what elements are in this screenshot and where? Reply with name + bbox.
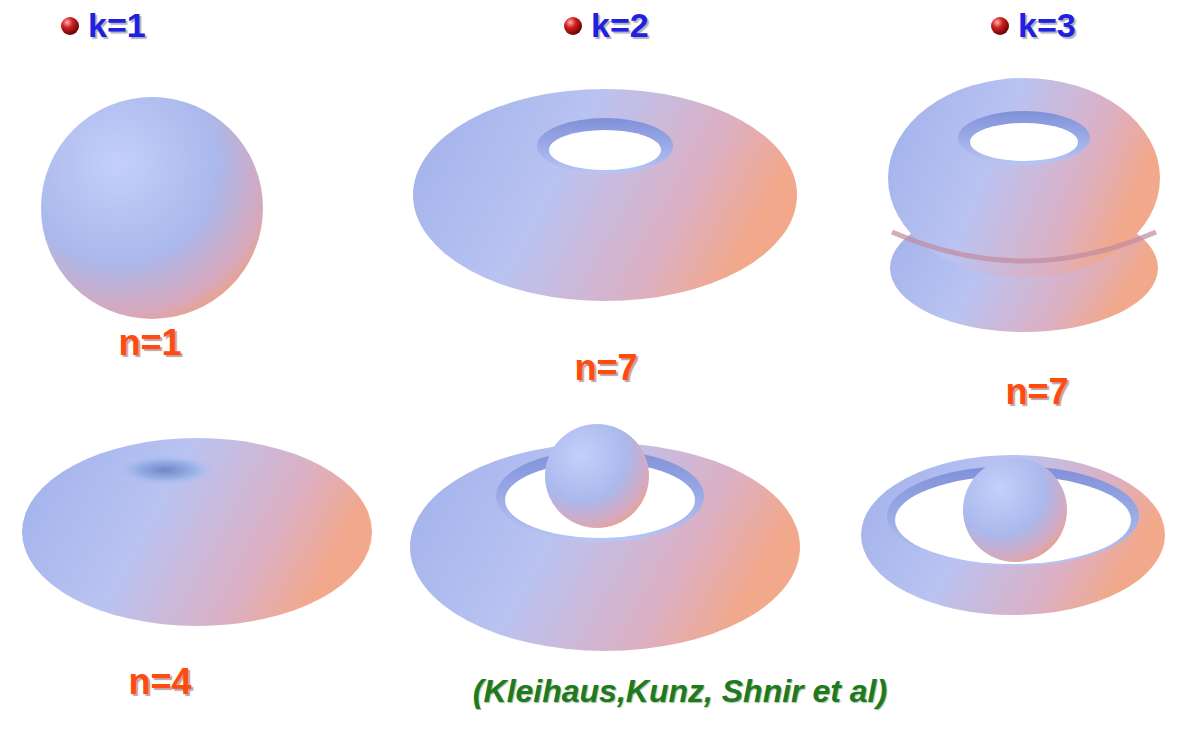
bullet (991, 17, 1009, 35)
flattened-torus (22, 438, 372, 626)
n-label: n=7 (1005, 372, 1068, 412)
k-label: k=3 (1018, 7, 1076, 44)
torus-with-sphere (410, 424, 800, 651)
torus (413, 89, 797, 301)
sphere (41, 97, 263, 319)
n-label: n=4 (128, 662, 191, 702)
bullet (61, 17, 79, 35)
ring-with-sphere (861, 455, 1165, 615)
k-label: k=2 (591, 7, 649, 44)
double-torus (888, 78, 1160, 332)
citation: (Kleihaus,Kunz, Shnir et al) (473, 674, 887, 709)
k-label: k=1 (88, 7, 146, 44)
n-label: n=7 (574, 348, 637, 388)
n-label: n=1 (118, 323, 181, 363)
bullet (564, 17, 582, 35)
